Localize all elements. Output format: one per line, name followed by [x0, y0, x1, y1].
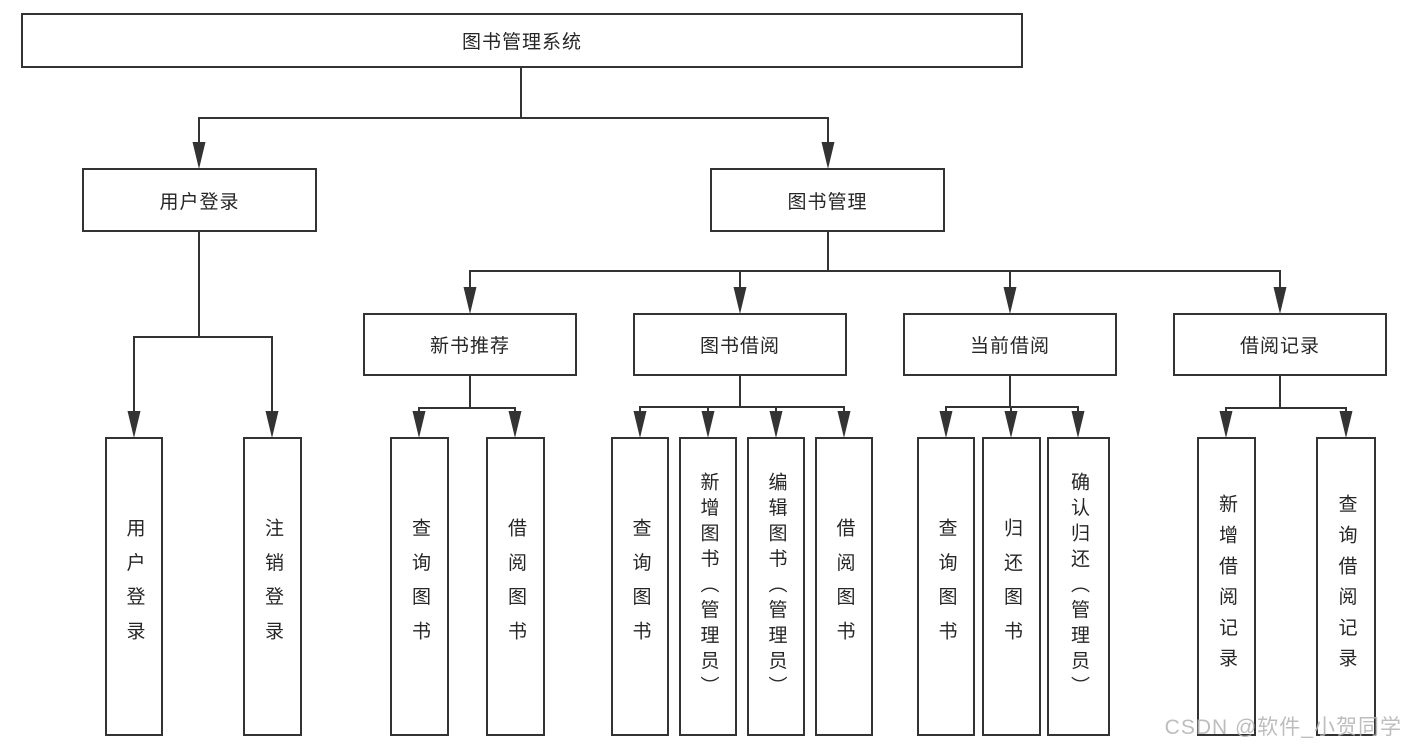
node-label: 新增借阅记录 [1216, 494, 1237, 679]
node-label: 图书管理 [787, 191, 868, 213]
node-label: 图书借阅 [699, 336, 780, 357]
node-label: 归还图书 [1001, 518, 1022, 655]
node-label: 查询图书 [935, 518, 957, 655]
node-label: 新书推荐 [429, 336, 510, 357]
node-label: 借阅图书 [833, 518, 855, 655]
node-leaf-logout: 注销登录 [243, 437, 302, 736]
node-label: 注销登录 [262, 518, 283, 655]
node-leaf-borrowing-query-books: 查询图书 [611, 437, 669, 736]
node-leaf-current-confirm-return-admin: 确认归还（管理员） [1047, 437, 1110, 736]
node-label: 图书管理系统 [461, 32, 582, 53]
node-current-borrowing: 当前借阅 [903, 313, 1117, 376]
node-label: 编辑图书（管理员） [765, 471, 787, 702]
node-new-book-recommend: 新书推荐 [363, 313, 577, 376]
node-label: 查询借阅记录 [1335, 494, 1357, 679]
node-label: 用户登录 [159, 191, 240, 213]
node-borrowing-records: 借阅记录 [1173, 313, 1387, 376]
node-leaf-newbooks-borrow-books: 借阅图书 [486, 437, 545, 736]
node-label: 新增图书（管理员） [697, 471, 719, 702]
node-label: 借阅图书 [505, 518, 526, 655]
node-label: 借阅记录 [1239, 336, 1320, 357]
node-leaf-borrowing-edit-books-admin: 编辑图书（管理员） [747, 437, 805, 736]
node-leaf-borrowing-borrow-books: 借阅图书 [815, 437, 873, 736]
node-user-login: 用户登录 [82, 168, 317, 232]
node-label: 用户登录 [123, 518, 145, 655]
node-label: 确认归还（管理员） [1068, 471, 1089, 702]
node-leaf-records-query-record: 查询借阅记录 [1316, 437, 1376, 736]
node-leaf-borrowing-add-books-admin: 新增图书（管理员） [679, 437, 737, 736]
node-library-management-system: 图书管理系统 [21, 13, 1023, 68]
node-leaf-user-login: 用户登录 [105, 437, 163, 736]
node-book-management: 图书管理 [710, 168, 945, 232]
node-leaf-current-return-books: 归还图书 [982, 437, 1041, 736]
node-leaf-current-query-books: 查询图书 [917, 437, 975, 736]
csdn-watermark: CSDN @软件_小贺同学 [1164, 716, 1402, 739]
node-label: 查询图书 [409, 518, 430, 655]
node-label: 查询图书 [629, 518, 651, 655]
node-label: 当前借阅 [969, 336, 1050, 357]
node-leaf-newbooks-query-books: 查询图书 [390, 437, 449, 736]
node-leaf-records-add-record: 新增借阅记录 [1197, 437, 1256, 736]
node-book-borrowing: 图书借阅 [633, 313, 847, 376]
